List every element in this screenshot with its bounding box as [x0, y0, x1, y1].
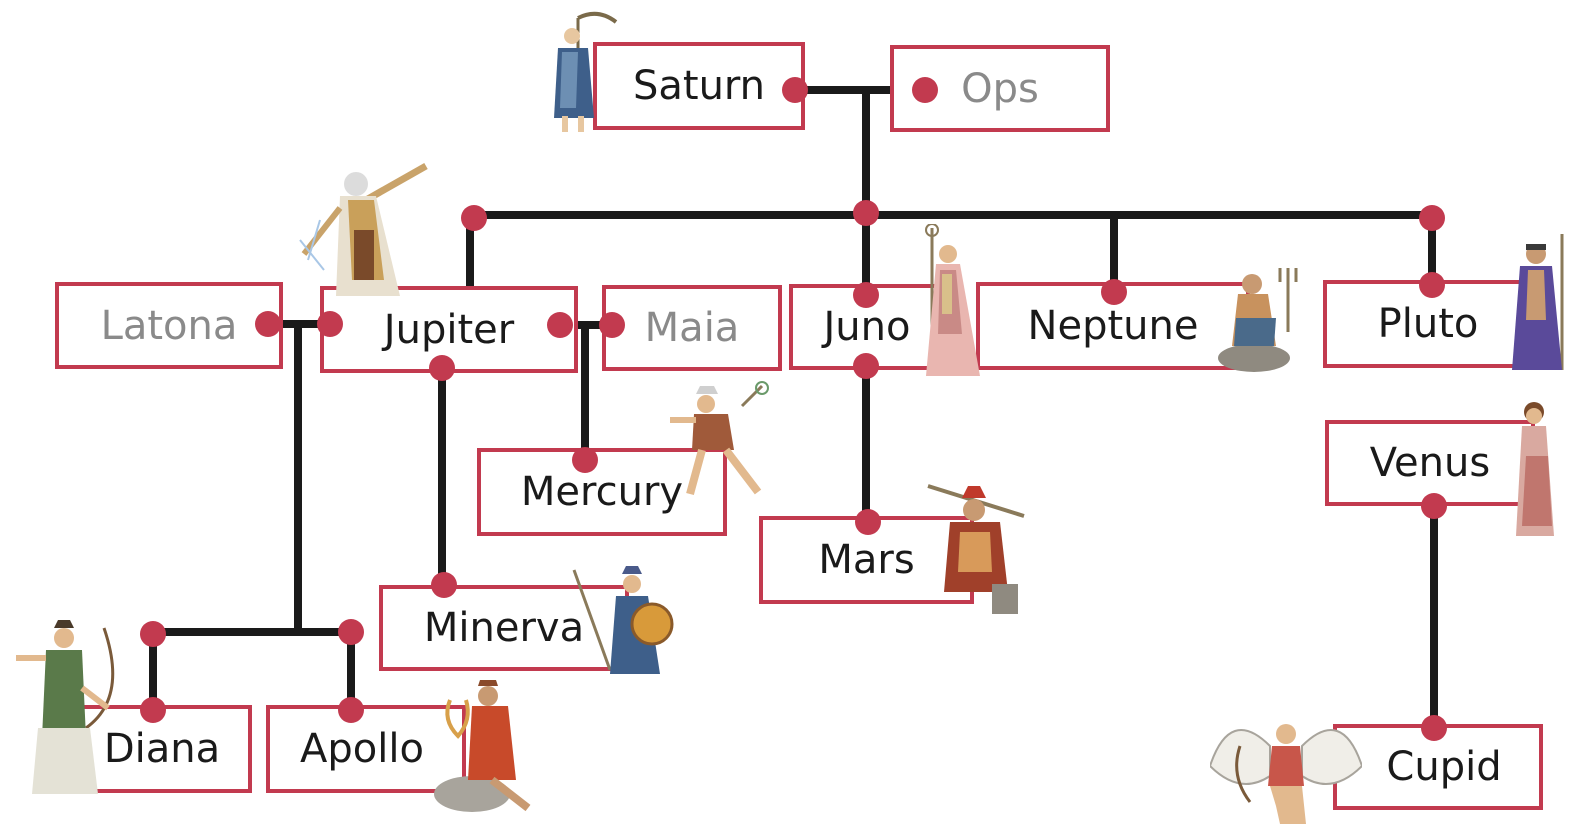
latona-box: Latona — [55, 282, 283, 369]
venus-figure — [1516, 402, 1554, 536]
juno-figure — [925, 224, 980, 376]
apollo-box: Apollo — [266, 705, 466, 793]
neptune-figure — [1218, 268, 1298, 372]
cupid-figure — [1210, 724, 1362, 824]
mars-figure — [927, 484, 1025, 614]
pluto-figure — [1512, 234, 1564, 370]
maia-box: Maia — [602, 285, 782, 371]
mercury-box: Mercury — [477, 448, 727, 536]
mercury-figure — [670, 381, 769, 496]
saturn-box: Saturn — [593, 42, 805, 130]
diana-figure — [16, 620, 115, 794]
cupid-box: Cupid — [1333, 724, 1543, 810]
pluto-box: Pluto — [1323, 280, 1533, 368]
venus-box: Venus — [1325, 420, 1535, 506]
jupiter-figure — [299, 162, 428, 296]
neptune-box: Neptune — [976, 282, 1250, 370]
ops-box: Ops — [890, 45, 1110, 132]
minerva-box: Minerva — [379, 585, 629, 671]
minerva-figure — [572, 566, 674, 674]
saturn-figure — [554, 11, 618, 132]
apollo-figure — [434, 680, 531, 812]
